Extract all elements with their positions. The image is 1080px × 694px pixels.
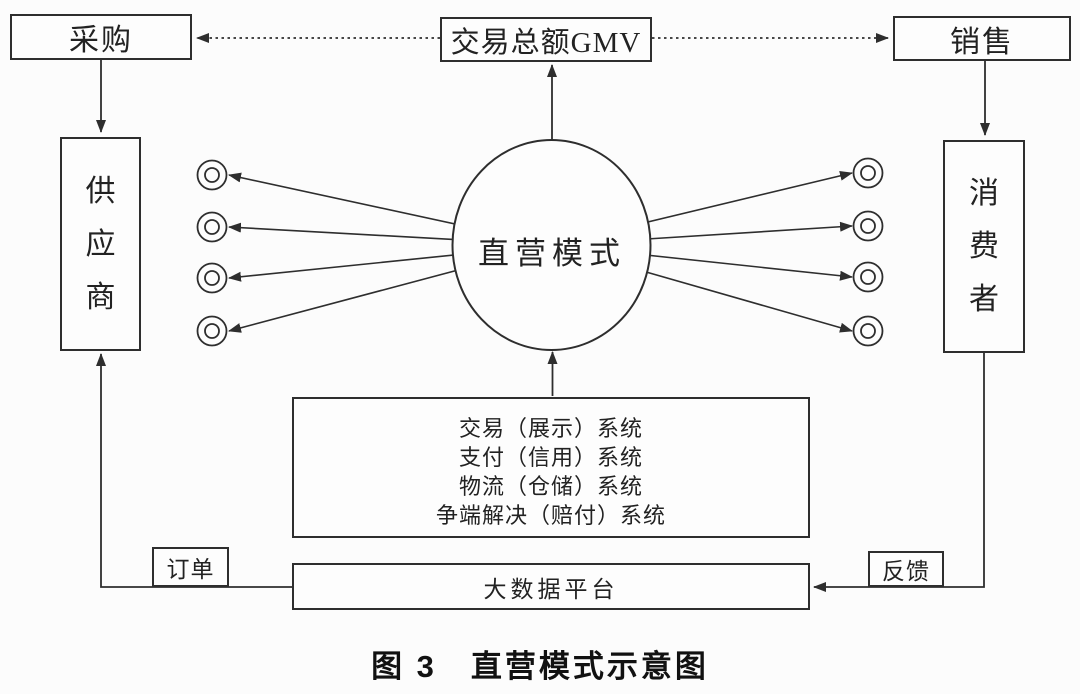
endpoint-circle-inner bbox=[204, 270, 220, 286]
endpoint-circle-inner bbox=[860, 323, 876, 339]
node-feedback-tag: 反馈 bbox=[868, 551, 944, 587]
node-systems: 交易（展示）系统 支付（信用）系统 物流（仓储）系统 争端解决（赔付）系统 bbox=[292, 397, 810, 538]
endpoint-circle-inner bbox=[860, 218, 876, 234]
systems-line-2: 支付（信用）系统 bbox=[458, 445, 643, 470]
connector-consumer-to-bigdata-feedback bbox=[813, 353, 985, 592]
systems-line-4: 争端解决（赔付）系统 bbox=[435, 503, 666, 528]
endpoint-circle-inner bbox=[860, 269, 876, 285]
center-circle-label: 直营模式 bbox=[478, 236, 626, 271]
figure-caption: 图 3 直营模式示意图 bbox=[371, 649, 709, 684]
node-order-label: 订单 bbox=[166, 557, 215, 582]
endpoint-circle-inner bbox=[204, 219, 220, 235]
node-bigdata-label: 大数据平台 bbox=[483, 576, 619, 602]
node-gmv-label: 交易总额GMV bbox=[450, 26, 642, 59]
node-feedback-label: 反馈 bbox=[882, 559, 930, 584]
node-gmv: 交易总额GMV bbox=[440, 17, 652, 62]
center-circle bbox=[451, 139, 652, 351]
endpoint-circle-inner bbox=[204, 323, 220, 339]
endpoint-circle-inner bbox=[860, 165, 876, 181]
node-procurement: 采购 bbox=[10, 14, 192, 60]
node-sales-label: 销售 bbox=[950, 25, 1014, 59]
endpoint-circle-inner bbox=[204, 167, 220, 183]
node-bigdata-platform: 大数据平台 bbox=[292, 563, 810, 610]
connector-bigdata-to-supplier-order bbox=[96, 353, 292, 588]
systems-line-1: 交易（展示）系统 bbox=[458, 416, 643, 441]
node-procurement-label: 采购 bbox=[69, 24, 133, 57]
left-endpoint-circles bbox=[196, 159, 228, 347]
node-consumer: 消费者 bbox=[943, 140, 1025, 353]
node-sales: 销售 bbox=[893, 16, 1071, 61]
node-supplier-label: 供应商 bbox=[85, 174, 116, 314]
node-order-tag: 订单 bbox=[152, 547, 229, 587]
node-supplier: 供应商 bbox=[60, 137, 141, 351]
systems-line-3: 物流（仓储）系统 bbox=[458, 474, 643, 499]
node-consumer-label: 消费者 bbox=[969, 177, 999, 316]
right-endpoint-circles bbox=[852, 157, 884, 347]
